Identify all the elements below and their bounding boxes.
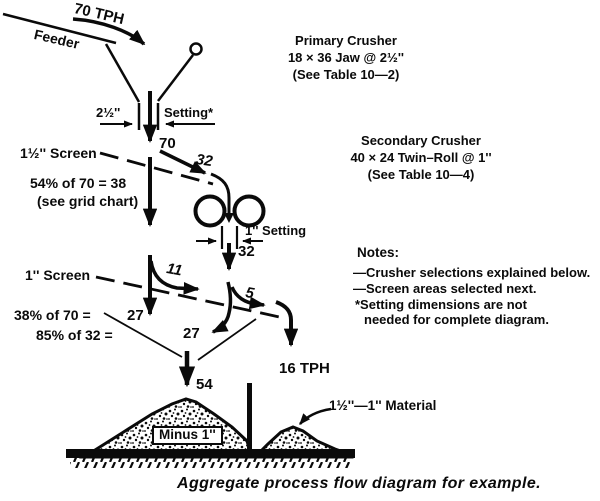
note-line-3: *Setting dimensions are not <box>355 297 527 312</box>
ground-band <box>66 449 355 458</box>
primary-crusher-ref: (See Table 10—2) <box>292 67 400 82</box>
secondary-crusher-text: Secondary Crusher 40 × 24 Twin–Roll @ 1'… <box>338 132 504 183</box>
roll-feed-curve <box>210 172 231 216</box>
note-line-4: needed for complete diagram. <box>364 312 549 327</box>
jaw-setting-label: Setting* <box>164 105 214 120</box>
flow-54-label: 54 <box>196 376 213 393</box>
secondary-27-arrow <box>211 281 233 334</box>
flow-11-label: 11 <box>165 260 184 280</box>
calc-85pct-label: 85% of 32 = <box>36 327 113 343</box>
primary-crusher-text: Primary Crusher 18 × 36 Jaw @ 2½'' (See … <box>270 32 422 83</box>
secondary-crusher-ref: (See Table 10—4) <box>367 167 475 182</box>
primary-crusher-title: Primary Crusher <box>295 33 397 48</box>
twin-rolls <box>193 194 266 228</box>
material-pointer-arrow <box>299 407 332 425</box>
note-line-1: —Crusher selections explained below. <box>353 265 591 280</box>
feed-rate-arrow <box>72 17 146 46</box>
screen-1half-dashline <box>99 151 214 186</box>
calc-38pct-label: 38% of 70 = <box>14 307 91 323</box>
flow-27-left-label: 27 <box>127 307 144 324</box>
ground-hatching <box>70 457 351 468</box>
notes-title: Notes: <box>357 245 400 260</box>
jaw-setting-dim-label: 2½'' <box>96 105 121 120</box>
figure-caption: Aggregate process flow diagram for examp… <box>177 475 541 492</box>
oversize-5-arrow <box>230 286 266 310</box>
primary-crusher-spec: 18 × 36 Jaw @ 2½'' <box>287 50 405 65</box>
divider-pole <box>247 383 252 455</box>
roll-feed-arrowhead <box>224 213 234 223</box>
roll-setting-label: 1'' Setting <box>245 223 307 238</box>
jaw-crusher <box>104 42 203 130</box>
coarse-pile-label: 1½''—1'' Material <box>329 398 437 413</box>
screen-1in-dashline <box>95 275 285 320</box>
flow-32-branch-label: 32 <box>194 151 214 171</box>
calc-54pct-label: 54% of 70 = 38 <box>30 175 127 191</box>
screen-1in-label: 1'' Screen <box>25 267 91 283</box>
screen-1half-label: 1½'' Screen <box>20 145 97 161</box>
secondary-crusher-title: Secondary Crusher <box>361 133 481 148</box>
flow-70-label: 70 <box>159 135 176 152</box>
flow-16tph-label: 16 TPH <box>279 360 330 377</box>
oversize-32-arrow <box>159 149 207 175</box>
secondary-crusher-spec: 40 × 24 Twin–Roll @ 1'' <box>350 150 492 165</box>
feeder-line <box>2 12 117 45</box>
flow-32-down-label: 32 <box>238 243 255 260</box>
fines-pile-label: Minus 1'' <box>152 426 223 446</box>
roll-setting-dimension <box>196 226 263 249</box>
merge-leader-lines <box>103 312 257 361</box>
grid-chart-note: (see grid chart) <box>37 193 139 209</box>
jaw-pivot-circle <box>189 42 203 56</box>
coarse-16-arrow <box>275 300 299 348</box>
note-line-2: —Screen areas selected next. <box>353 281 537 296</box>
flow-27-mid-label: 27 <box>183 325 200 342</box>
